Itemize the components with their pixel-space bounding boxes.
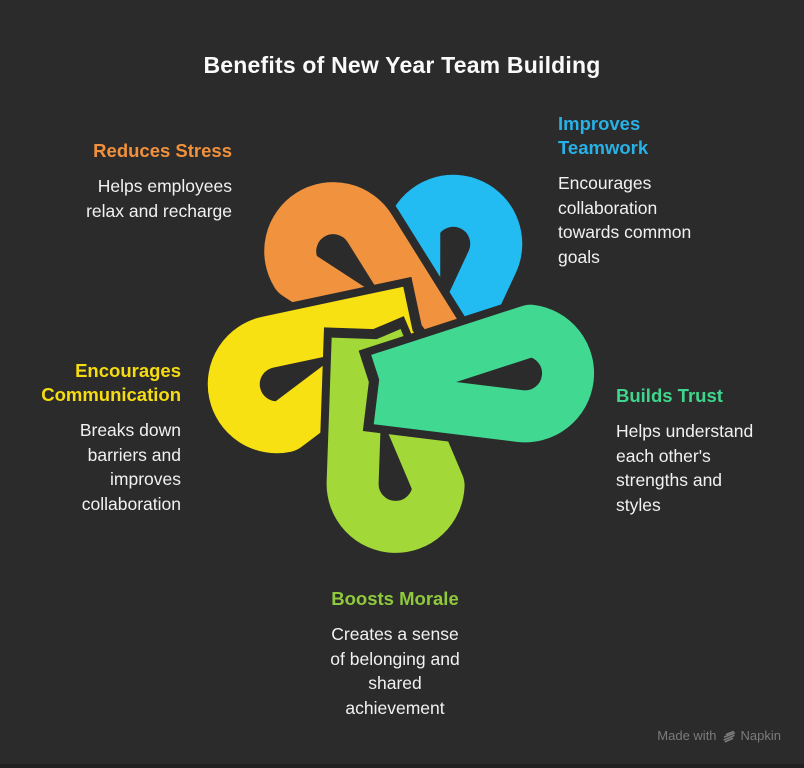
napkin-watermark-link[interactable]: Made with Napkin bbox=[657, 728, 781, 744]
benefit-desc-boosts-morale: Creates a sense of belonging and shared … bbox=[330, 624, 460, 718]
benefit-label-reduces-stress: Reduces Stress bbox=[93, 140, 232, 161]
watermark-brand-text: Napkin bbox=[740, 728, 781, 743]
napkin-logo-icon bbox=[722, 730, 735, 743]
benefit-block-improves-teamwork: Improves Teamwork Encourages collaborati… bbox=[558, 112, 691, 269]
knot-loop-strand bbox=[326, 329, 465, 553]
knot-loop-strand bbox=[207, 286, 429, 454]
benefit-desc-builds-trust: Helps understand each other's strengths … bbox=[616, 421, 754, 515]
page-title: Benefits of New Year Team Building bbox=[203, 52, 601, 78]
benefit-desc-encourages-communication: Breaks down barriers and improves collab… bbox=[79, 420, 181, 514]
knot-loop-encourages-communication bbox=[199, 276, 442, 462]
knot-loop-improves-teamwork bbox=[380, 166, 531, 416]
knot-loop-strand bbox=[371, 304, 594, 443]
benefit-block-builds-trust: Builds Trust Helps understand each other… bbox=[616, 384, 753, 517]
benefit-label-builds-trust: Builds Trust bbox=[616, 385, 723, 406]
benefit-label-boosts-morale: Boosts Morale bbox=[331, 588, 459, 609]
benefit-block-encourages-communication: Encourages Communication Breaks down bar… bbox=[41, 359, 181, 516]
benefit-label-improves-teamwork: Improves Teamwork bbox=[558, 113, 649, 158]
knot-loop-boosts-morale bbox=[318, 316, 473, 561]
benefit-desc-improves-teamwork: Encourages collaboration towards common … bbox=[558, 173, 692, 267]
benefit-label-encourages-communication: Encourages Communication bbox=[41, 360, 181, 405]
knot-loop-reduces-stress bbox=[256, 174, 481, 395]
benefit-block-boosts-morale: Boosts Morale Creates a sense of belongi… bbox=[295, 587, 495, 720]
bottom-edge-strip bbox=[0, 764, 804, 768]
team-knot-graphic bbox=[199, 166, 602, 561]
knot-loop-strand bbox=[264, 182, 469, 383]
knot-loop-builds-trust bbox=[358, 296, 602, 451]
watermark-made-with-text: Made with bbox=[657, 728, 717, 743]
knot-loop-strand bbox=[388, 174, 523, 404]
benefit-desc-reduces-stress: Helps employees relax and recharge bbox=[86, 176, 232, 221]
benefit-block-reduces-stress: Reduces Stress Helps employees relax and… bbox=[86, 139, 232, 223]
